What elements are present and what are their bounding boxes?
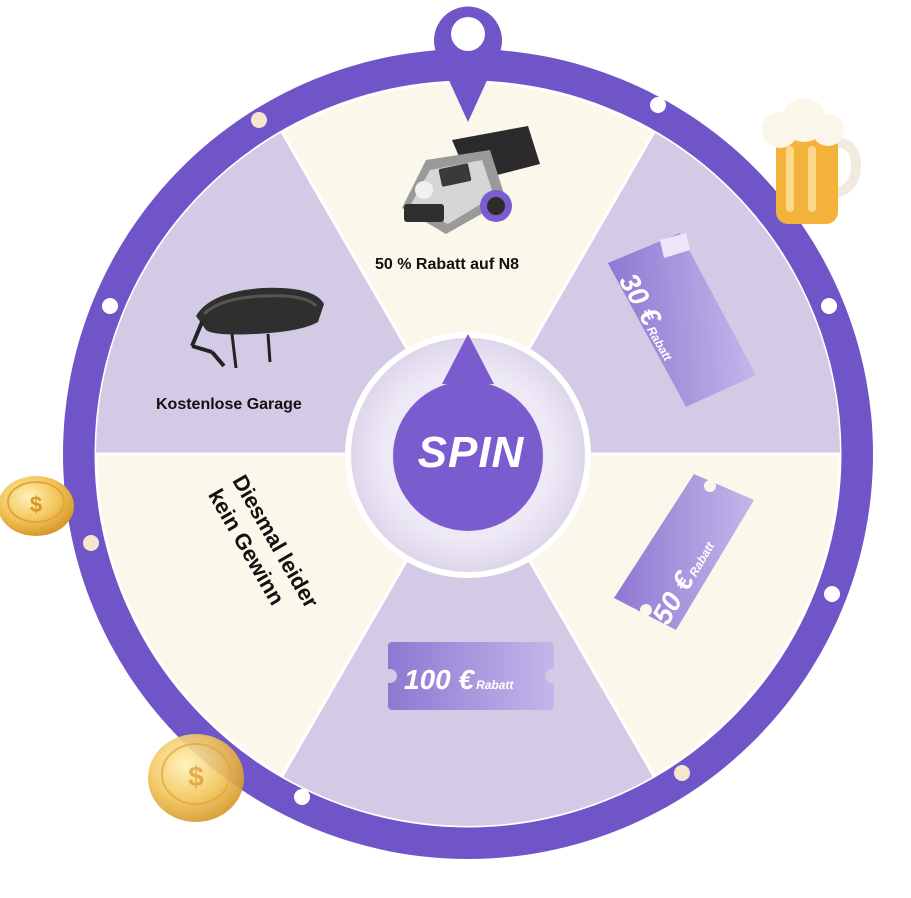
coupon-30-rabatt-icon <box>607 232 757 407</box>
hub-center <box>393 381 543 531</box>
coin-bottom-icon <box>148 734 244 822</box>
hub-pointer-icon <box>442 334 494 384</box>
pointer-pin-icon <box>433 6 502 122</box>
coupon-label-100: 100 €Rabatt <box>404 664 513 696</box>
coupon-50-rabatt-icon <box>614 474 754 630</box>
rim-dots <box>83 97 840 805</box>
coin-left-icon <box>0 476 74 536</box>
segment-100-rabatt <box>282 454 654 826</box>
segment-label-garage: Kostenlose Garage <box>156 396 302 413</box>
coupon-100-rabatt-icon <box>383 642 559 710</box>
robot-mower-icon <box>402 126 540 234</box>
coin-left-symbol: $ <box>30 492 42 517</box>
garage-icon <box>190 287 324 369</box>
coupon-100-suffix: Rabatt <box>476 678 514 692</box>
coupon-100-amount: 100 € <box>404 664 475 695</box>
spin-button[interactable] <box>396 381 546 531</box>
segment-label-n8: 50 % Rabatt auf N8 <box>375 256 520 273</box>
beer-mug-icon <box>762 98 862 224</box>
coin-bottom-symbol: $ <box>188 761 204 792</box>
